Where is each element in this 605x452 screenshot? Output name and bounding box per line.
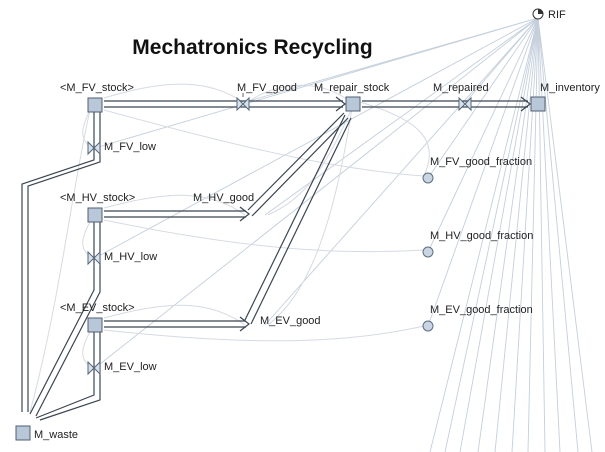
aux-ev-good-fraction[interactable] bbox=[422, 320, 434, 332]
label-ev-stock: <M_EV_stock> bbox=[60, 302, 135, 314]
flow-pipes bbox=[21, 96, 531, 421]
label-repaired: M_repaired bbox=[433, 82, 489, 94]
label-ev-good: M_EV_good bbox=[260, 315, 321, 327]
rif-icon[interactable] bbox=[532, 8, 544, 20]
rif-links bbox=[94, 17, 593, 452]
label-hv-low: M_HV_low bbox=[104, 251, 157, 263]
label-ev-good-fraction: M_EV_good_fraction bbox=[430, 304, 533, 316]
label-ev-low: M_EV_low bbox=[104, 361, 157, 373]
stock-ev[interactable] bbox=[87, 317, 103, 333]
stock-inventory[interactable] bbox=[530, 96, 546, 112]
label-fv-stock: <M_FV_stock> bbox=[60, 82, 134, 94]
label-repair-stock: M_repair_stock bbox=[314, 82, 390, 94]
stock-fv[interactable] bbox=[87, 97, 103, 113]
valve-hv-low[interactable] bbox=[87, 250, 101, 266]
label-inventory: M_inventory bbox=[540, 82, 600, 94]
valve-fv-low[interactable] bbox=[87, 140, 101, 156]
stock-repair[interactable] bbox=[345, 96, 361, 112]
diagram-title: Mechatronics Recycling bbox=[132, 36, 373, 59]
label-hv-stock: <M_HV_stock> bbox=[60, 192, 135, 204]
valve-ev-low[interactable] bbox=[87, 360, 101, 376]
valve-fv-good[interactable] bbox=[236, 93, 250, 112]
label-fv-low: M_FV_low bbox=[104, 141, 156, 153]
label-hv-good-fraction: M_HV_good_fraction bbox=[430, 230, 533, 242]
stock-hv[interactable] bbox=[87, 207, 103, 223]
label-hv-good: M_HV_good bbox=[193, 192, 254, 204]
stock-waste[interactable] bbox=[15, 425, 31, 441]
aux-fv-good-fraction[interactable] bbox=[422, 172, 434, 184]
label-fv-good: M_FV_good bbox=[237, 82, 297, 94]
label-fv-good-fraction: M_FV_good_fraction bbox=[430, 156, 532, 168]
valve-repaired[interactable] bbox=[458, 96, 472, 112]
aux-hv-good-fraction[interactable] bbox=[422, 246, 434, 258]
feedback-links bbox=[29, 83, 430, 413]
label-rif: RIF bbox=[548, 9, 566, 21]
label-waste: M_waste bbox=[34, 429, 78, 441]
